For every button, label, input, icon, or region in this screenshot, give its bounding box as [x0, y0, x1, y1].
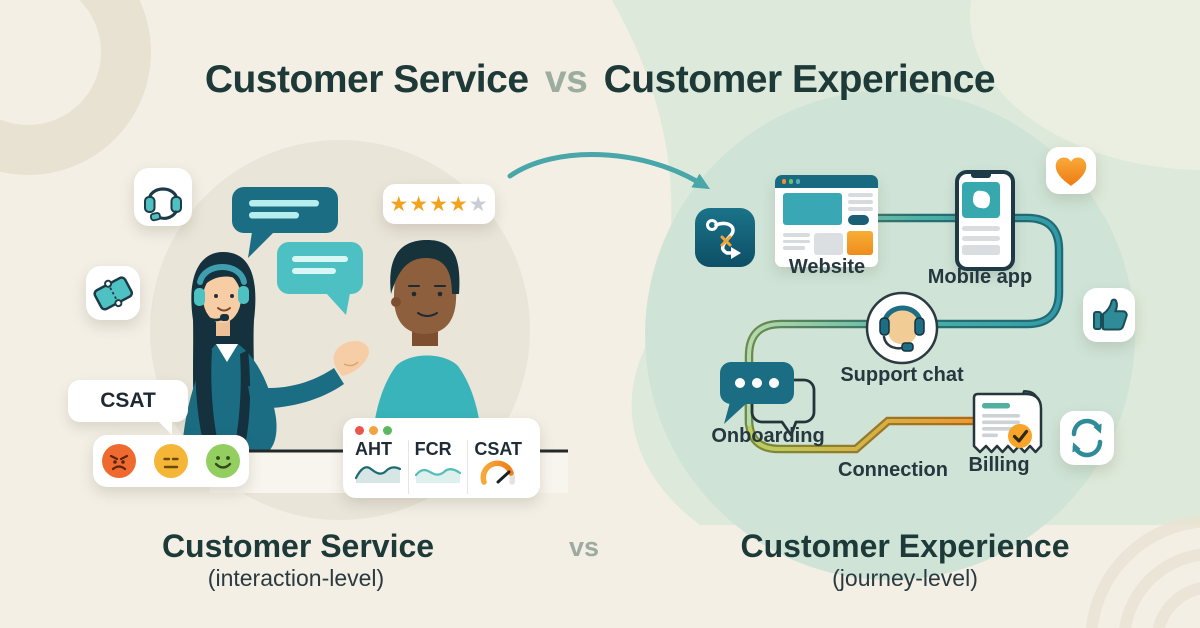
vs-divider: vs	[568, 532, 600, 562]
thumbs-up-card	[1083, 288, 1135, 342]
metric-csat: CSAT	[468, 439, 534, 494]
star-icon-filled: ★	[429, 192, 449, 216]
metric-fcr: FCR	[409, 439, 469, 494]
window-dot-green	[383, 426, 392, 435]
angry-face-icon	[102, 444, 136, 478]
touchpoint-label-mobile-app: Mobile app	[927, 266, 1033, 288]
left-heading: Customer Service	[161, 528, 435, 564]
metrics-card: AHT FCR CSAT	[343, 418, 540, 498]
refresh-card	[1060, 411, 1114, 465]
right-heading: Customer Experience	[740, 528, 1070, 564]
heart-icon	[1055, 156, 1087, 186]
heart-card	[1046, 147, 1096, 194]
touchpoint-label-support-chat: Support chat	[840, 364, 964, 386]
journey-route-card	[695, 208, 755, 272]
metric-aht: AHT	[349, 439, 409, 494]
touchpoint-label-connection: Connection	[838, 459, 948, 481]
metric-csat-label: CSAT	[474, 439, 523, 459]
touchpoint-label-website: Website	[788, 256, 866, 278]
title-vs: vs	[544, 58, 588, 101]
browser-dot-teal	[796, 179, 801, 184]
chat-dots-icon	[720, 362, 816, 437]
browser-dot-green	[789, 179, 794, 184]
csat-bubble-label: CSAT	[100, 389, 156, 412]
aht-area-sparkline	[354, 466, 402, 483]
page-title: Customer Service vs Customer Experience	[0, 58, 1200, 102]
phone-notch	[971, 174, 991, 178]
touchpoint-label-billing: Billing	[968, 454, 1030, 476]
window-dot-yellow	[369, 426, 378, 435]
csat-bubble: CSAT	[68, 380, 188, 435]
ticket-card	[86, 266, 140, 320]
star-icon-filled: ★	[448, 192, 469, 216]
star-icon-filled: ★	[409, 192, 430, 216]
metric-fcr-label: FCR	[414, 439, 452, 459]
smartphone-icon	[955, 170, 1015, 271]
receipt-icon	[972, 390, 1043, 454]
touchpoint-label-onboarding: Onboarding	[711, 425, 825, 447]
support-agent-icon	[865, 291, 939, 365]
fcr-line-sparkline	[414, 467, 461, 483]
browser-titlebar	[775, 175, 878, 188]
left-subheading: (interaction-level)	[207, 565, 385, 591]
journey-route-icon	[695, 208, 755, 267]
star-icon-filled: ★	[389, 192, 410, 216]
journey-path	[744, 213, 1064, 454]
csat-emoji-scale	[93, 435, 249, 487]
browser-button	[848, 215, 869, 225]
thumbs-up-icon	[1093, 298, 1128, 331]
neutral-face-icon	[154, 444, 188, 478]
title-right: Customer Experience	[603, 58, 996, 101]
refresh-icon	[1071, 418, 1103, 458]
headset-icon	[144, 187, 182, 222]
star-icon-empty: ★	[468, 192, 489, 216]
flow-arrow-icon	[507, 152, 711, 190]
window-dot-red	[355, 426, 364, 435]
browser-dot-orange	[782, 179, 787, 184]
browser-orange-block	[847, 231, 873, 255]
csat-gauge	[480, 460, 516, 485]
title-left: Customer Service	[204, 58, 529, 101]
metric-aht-label: AHT	[355, 439, 392, 459]
browser-hero-block	[783, 193, 842, 225]
headset-card	[134, 168, 192, 226]
browser-window-icon	[775, 175, 878, 267]
star-rating: ★★★★★	[383, 184, 495, 224]
chat-bubbles-icon	[232, 187, 363, 315]
right-subheading: (journey-level)	[832, 565, 978, 591]
ticket-icon	[93, 276, 134, 311]
happy-face-icon	[206, 444, 240, 478]
billing-receipt	[968, 388, 1048, 467]
